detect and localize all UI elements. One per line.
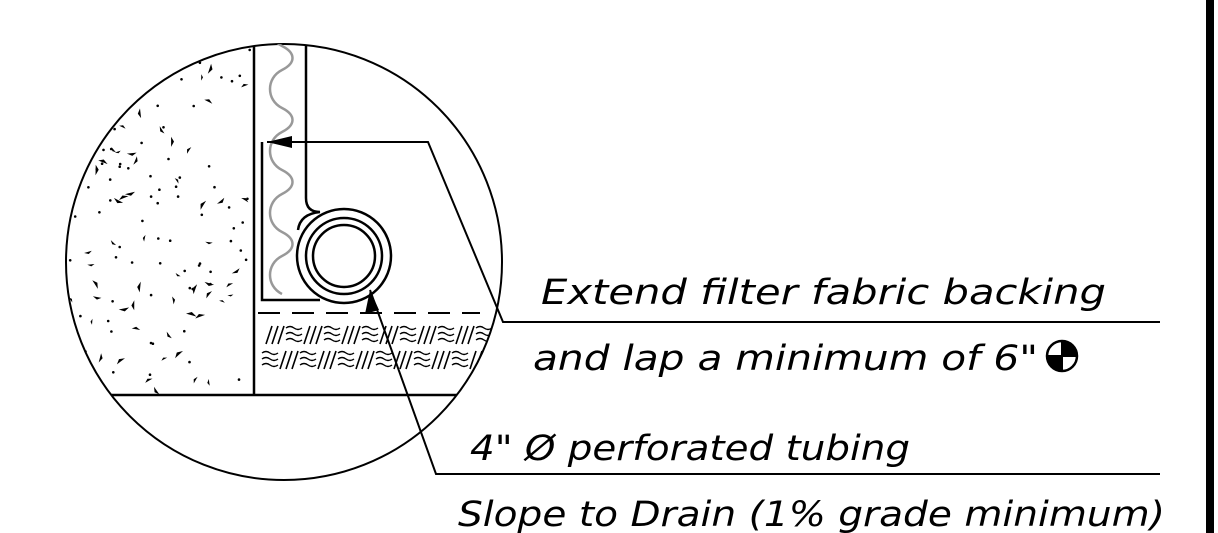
centerline-symbol (1045, 339, 1079, 373)
leader-fabric (267, 141, 1160, 323)
perforated-pipe-inner (311, 223, 377, 289)
concrete-wall (66, 45, 251, 395)
earth-hatch (261, 325, 493, 370)
leader-pipe (369, 289, 1160, 475)
leader-pipe-arrow (365, 290, 379, 314)
perforated-pipe-outer (295, 207, 393, 305)
filter-fabric (296, 44, 321, 231)
callout-1-line-1: Extend filter fabric backing (541, 273, 1106, 313)
callout-2-line-2: Slope to Drain (1% grade minimum) (458, 495, 1165, 533)
detail-circle (65, 43, 503, 481)
callout-1-line-2: and lap a minimum of 6" (533, 339, 1038, 379)
perforated-pipe-mid (304, 216, 384, 296)
filter-fabric-wrap (260, 142, 320, 302)
leader-fabric-arrow (267, 136, 292, 148)
drainage-mat (268, 44, 294, 296)
callout-2-line-1: 4" Ø perforated tubing (470, 429, 910, 469)
